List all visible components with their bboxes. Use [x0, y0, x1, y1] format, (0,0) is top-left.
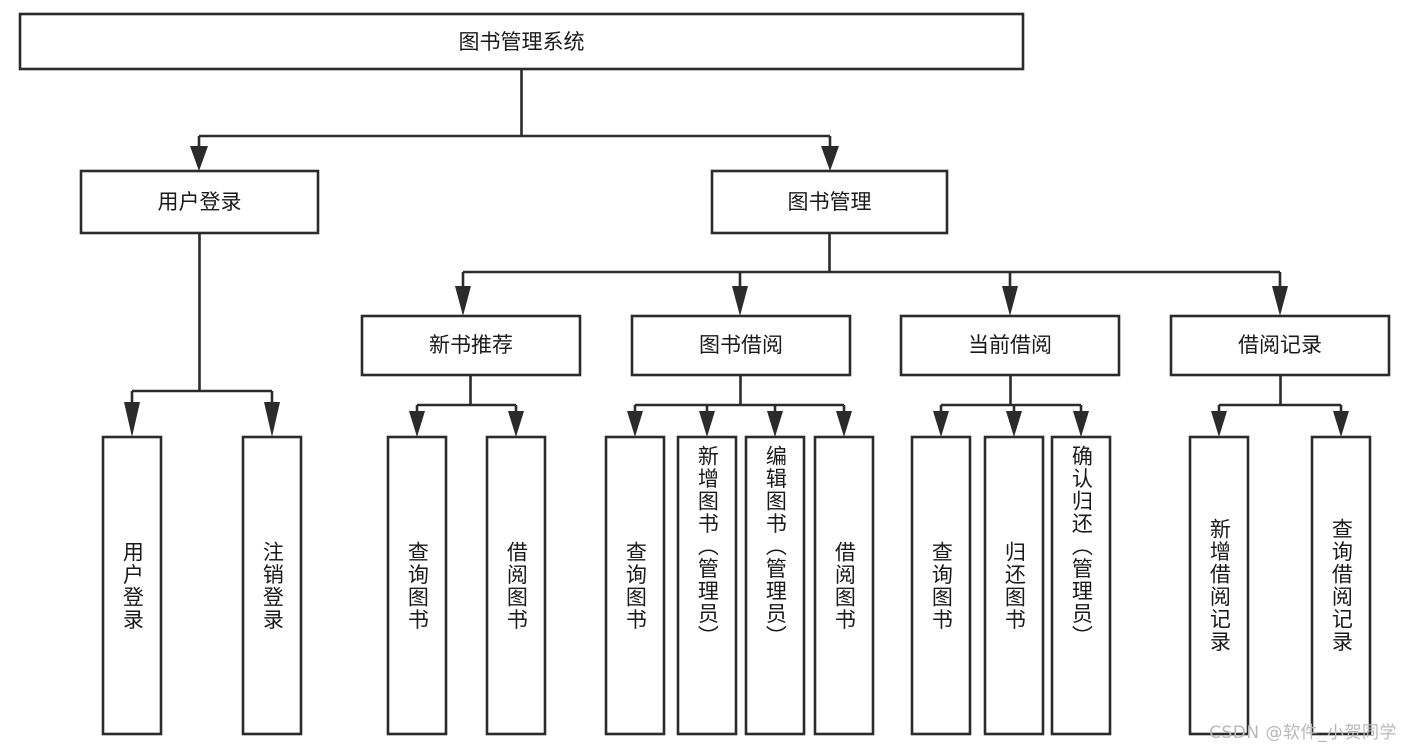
node-borrow-record[interactable]: 借阅记录	[1169, 314, 1391, 377]
node-current-borrow[interactable]: 当前借阅	[899, 314, 1121, 377]
node-leaf-return-book-box[interactable]	[983, 435, 1045, 736]
arrowhead-leaf-query-borrow-record	[1333, 411, 1349, 437]
node-book-management[interactable]: 图书管理	[710, 169, 949, 235]
arrowhead-borrow-record	[1272, 286, 1288, 316]
node-book-borrow[interactable]: 图书借阅	[630, 314, 852, 377]
arrowhead-leaf-borrow-book-recommend	[508, 411, 524, 437]
connector-group-book-management	[455, 233, 1288, 316]
node-user-login-box[interactable]	[79, 169, 320, 235]
node-leaf-query-book-borrow-box[interactable]	[604, 435, 666, 736]
arrowhead-leaf-return-book	[1006, 411, 1022, 437]
node-current-borrow-label: 当前借阅	[968, 333, 1052, 357]
arrowhead-leaf-add-book-admin	[699, 411, 715, 437]
arrowhead-leaf-query-book-borrow	[627, 411, 643, 437]
node-leaf-user-login-box[interactable]	[101, 435, 163, 736]
connector-group-borrow-record	[1211, 375, 1349, 437]
arrowhead-leaf-user-login	[124, 402, 140, 437]
arrowhead-leaf-edit-book-admin	[767, 411, 783, 437]
leaf-boxes	[101, 435, 1372, 736]
node-new-book-recommend[interactable]: 新书推荐	[360, 314, 582, 377]
connector-group-book-borrow	[627, 375, 852, 437]
node-leaf-query-borrow-record-box[interactable]	[1310, 435, 1372, 736]
arrowhead-leaf-user-logout	[264, 402, 280, 437]
arrowhead-book-borrow	[732, 286, 748, 316]
connector-group-new-book-recommend	[409, 375, 524, 437]
node-leaf-add-book-admin-box[interactable]	[676, 435, 738, 736]
connector-group-root	[190, 69, 839, 171]
node-borrow-record-box[interactable]	[1169, 314, 1391, 377]
node-root-label: 图书管理系统	[459, 30, 585, 54]
node-leaf-borrow-book-recommend-box[interactable]	[485, 435, 547, 736]
arrowhead-user-login	[190, 146, 208, 171]
node-leaf-confirm-return-admin-box[interactable]	[1050, 435, 1112, 736]
node-leaf-user-logout-box[interactable]	[241, 435, 303, 736]
node-leaf-query-book-recommend-box[interactable]	[386, 435, 448, 736]
node-book-management-label: 图书管理	[788, 190, 872, 214]
node-borrow-record-label: 借阅记录	[1238, 333, 1322, 357]
node-leaf-query-book-current-box[interactable]	[910, 435, 972, 736]
node-root[interactable]: 图书管理系统	[18, 12, 1025, 71]
node-book-management-box[interactable]	[710, 169, 949, 235]
arrowhead-leaf-confirm-return-admin	[1073, 411, 1089, 437]
arrowhead-leaf-borrow-book	[836, 411, 852, 437]
connector-group-current-borrow	[933, 375, 1089, 437]
arrowhead-leaf-query-book-recommend	[409, 411, 425, 437]
node-book-borrow-label: 图书借阅	[699, 333, 783, 357]
node-user-login-label: 用户登录	[158, 190, 242, 214]
connector-group-user-login	[124, 233, 280, 437]
arrowhead-leaf-add-borrow-record	[1211, 411, 1227, 437]
arrowhead-book-management	[821, 146, 839, 171]
arrowhead-current-borrow	[1002, 286, 1018, 316]
node-current-borrow-box[interactable]	[899, 314, 1121, 377]
node-new-book-recommend-label: 新书推荐	[429, 333, 513, 357]
node-new-book-recommend-box[interactable]	[360, 314, 582, 377]
node-leaf-borrow-book-box[interactable]	[813, 435, 875, 736]
node-leaf-edit-book-admin-box[interactable]	[744, 435, 806, 736]
node-root-box[interactable]	[18, 12, 1025, 71]
arrowhead-leaf-query-book-current	[933, 411, 949, 437]
node-book-borrow-box[interactable]	[630, 314, 852, 377]
csdn-watermark: CSDN @软件_小贺同学	[1209, 723, 1397, 743]
node-user-login[interactable]: 用户登录	[79, 169, 320, 235]
arrowhead-new-book-recommend	[455, 286, 471, 316]
node-leaf-add-borrow-record-box[interactable]	[1188, 435, 1250, 736]
